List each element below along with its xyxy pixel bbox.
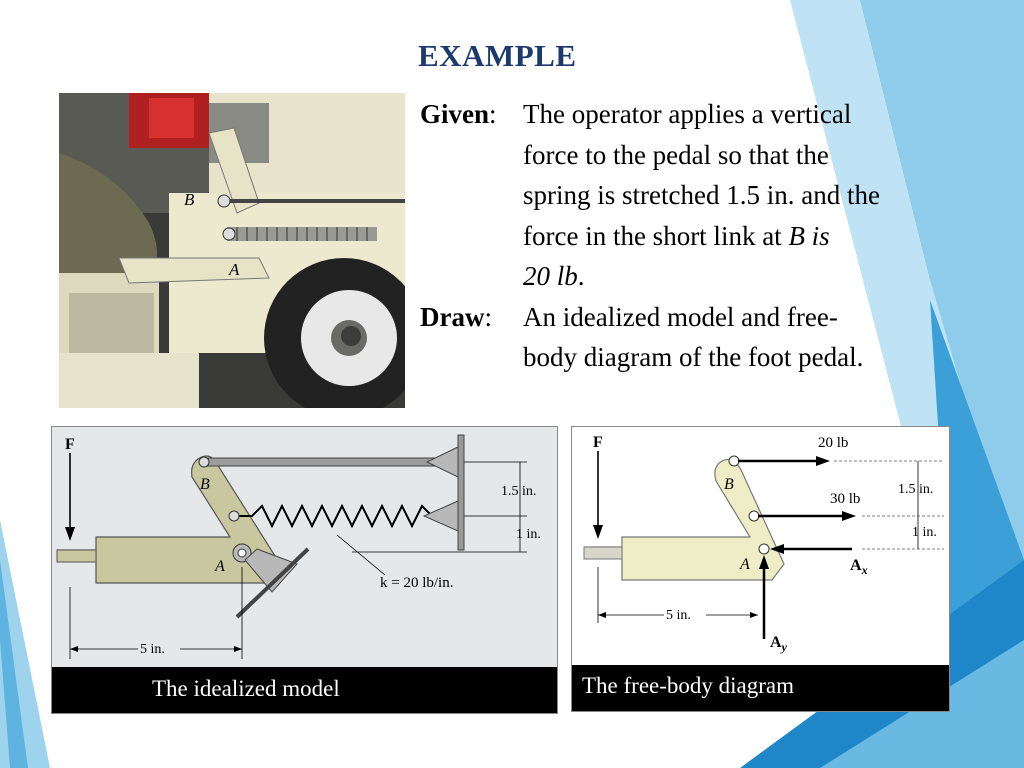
fbd-label-b: B: [724, 476, 734, 493]
model-force-label: F: [65, 436, 75, 453]
model-label-a: A: [214, 558, 225, 575]
draw-row: Draw: An idealized model and free- body …: [420, 297, 1000, 378]
photo-label-a: A: [228, 260, 240, 279]
fbd-force-top: 20 lb: [818, 435, 848, 451]
slide-title: EXAMPLE: [418, 38, 577, 73]
model-dim-bottom: 1 in.: [516, 527, 541, 542]
draw-line-2: body diagram of the foot pedal.: [523, 342, 864, 372]
idealized-model-caption-bar: The idealized model: [52, 667, 557, 713]
fbd-force-mid: 30 lb: [830, 491, 860, 507]
idealized-model-panel: F B A 1.5 in. 1 in. k = 20 lb/in.: [51, 426, 558, 714]
given-line-5: 20 lb.: [523, 261, 585, 291]
fbd-dim-top: 1.5 in.: [898, 482, 933, 497]
draw-line-1: An idealized model and free-: [523, 301, 838, 332]
model-label-b: B: [200, 476, 210, 493]
fbd-label-a: A: [739, 556, 750, 573]
fbd-dim-bottom: 1 in.: [912, 525, 937, 540]
given-line-2: force to the pedal so that the: [523, 139, 829, 170]
fbd-force-label: F: [593, 434, 603, 451]
free-body-diagram: F 20 lb 30 lb Ax Ay B A 1.5 in. 1 in.: [572, 427, 949, 665]
model-dim-horizontal: 5 in.: [140, 642, 165, 657]
fbd-caption-bar: The free-body diagram: [572, 665, 949, 711]
idealized-model-diagram: F B A 1.5 in. 1 in. k = 20 lb/in.: [52, 427, 557, 667]
foot-pedal-photo: B A: [59, 93, 405, 408]
given-line-3: spring is stretched 1.5 in. and the: [523, 180, 880, 210]
fbd-ay-label: Ay: [770, 634, 788, 654]
given-line-4: force in the short link at B is: [523, 220, 830, 251]
model-dim-top: 1.5 in.: [501, 484, 536, 499]
model-spring-label: k = 20 lb/in.: [380, 575, 453, 591]
draw-label: Draw: [420, 301, 485, 332]
given-draw-text: Given: The operator applies a vertical f…: [420, 94, 1000, 378]
photo-label-b: B: [184, 190, 195, 209]
fbd-ax-label: Ax: [850, 557, 868, 577]
given-row: Given: The operator applies a vertical f…: [420, 94, 1000, 297]
fbd-caption: The free-body diagram: [582, 673, 795, 698]
fbd-dim-horizontal: 5 in.: [666, 608, 691, 623]
free-body-diagram-panel: F 20 lb 30 lb Ax Ay B A 1.5 in. 1 in.: [571, 426, 950, 712]
idealized-model-caption: The idealized model: [152, 676, 340, 701]
given-line-1: The operator applies a vertical: [523, 99, 852, 129]
given-label: Given: [420, 99, 490, 129]
